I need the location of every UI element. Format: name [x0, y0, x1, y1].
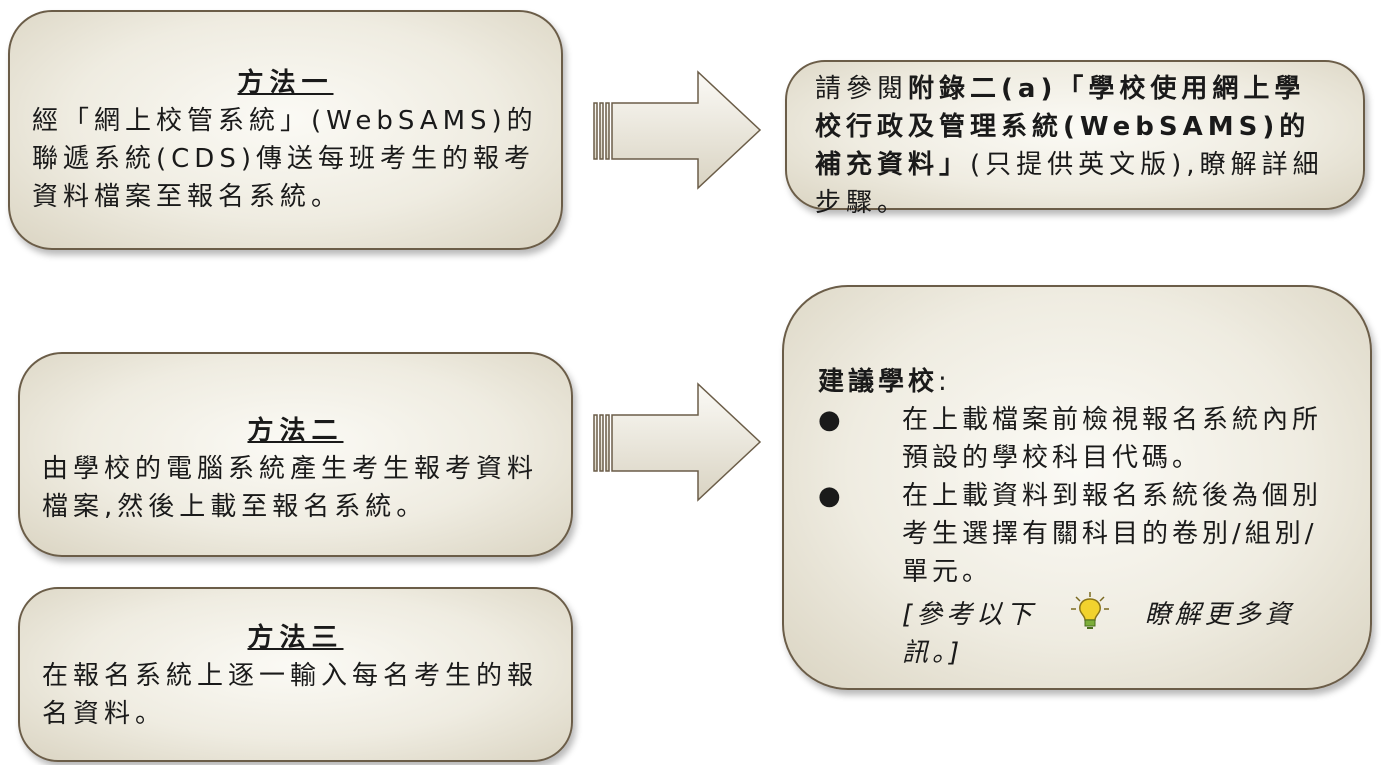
method1-reference-box: 請參閱附錄二(a)「學校使用網上學校行政及管理系統(WebSAMS)的補充資料」…: [785, 60, 1365, 218]
method3-box: 方法三 在報名系統上逐一輸入每名考生的報名資料。: [18, 587, 573, 762]
method1-box: 方法一 經「網上校管系統」(WebSAMS)的聯遞系統(CDS)傳送每班考生的報…: [8, 10, 563, 250]
advice-box: 建議學校: ● 在上載檔案前檢視報名系統內所預設的學校科目代碼。 ● 在上載資料…: [782, 285, 1372, 690]
reference-prefix: 請參閱: [815, 74, 909, 104]
list-item: ● 在上載資料到報名系統後為個別考生選擇有關科目的卷別/組別/單元。 [參考以下: [818, 477, 1342, 672]
method2-box: 方法二 由學校的電腦系統產生考生報考資料檔案,然後上載至報名系統。: [18, 352, 573, 557]
advice-item-2: 在上載資料到報名系統後為個別考生選擇有關科目的卷別/組別/單元。: [902, 481, 1323, 587]
method2-title: 方法二: [247, 416, 344, 446]
bullet-icon: ●: [818, 405, 845, 435]
method3-body: 在報名系統上逐一輸入每名考生的報名資料。: [42, 661, 539, 729]
reference-suffix: (只提供英文版),瞭解詳細步驟。: [815, 150, 1324, 218]
advice-item-1: 在上載檔案前檢視報名系統內所預設的學校科目代碼。: [902, 405, 1323, 473]
method1-body: 經「網上校管系統」(WebSAMS)的聯遞系統(CDS)傳送每班考生的報考資料檔…: [32, 106, 538, 212]
advice-list: ● 在上載檔案前檢視報名系統內所預設的學校科目代碼。 ● 在上載資料到報名系統後…: [818, 401, 1342, 672]
method2-body: 由學校的電腦系統產生考生報考資料檔案,然後上載至報名系統。: [42, 454, 539, 522]
advice-heading-line: 建議學校:: [818, 367, 951, 397]
arrow-right-icon: [593, 382, 762, 502]
lightbulb-icon[interactable]: [1070, 591, 1110, 631]
advice-note: [參考以下 瞭解更多資訊。]: [902, 591, 1342, 672]
advice-heading: 建議學校: [818, 367, 939, 397]
reference-appendix-title[interactable]: 附錄二(a)「學校使用網上學校行政及管理系統(WebSAMS)的補充資料」: [815, 74, 1311, 180]
bullet-icon: ●: [818, 481, 845, 511]
method3-title: 方法三: [247, 623, 344, 653]
method1-title: 方法一: [237, 68, 334, 98]
list-item: ● 在上載檔案前檢視報名系統內所預設的學校科目代碼。: [818, 401, 1342, 477]
arrow-right-icon: [593, 70, 762, 190]
